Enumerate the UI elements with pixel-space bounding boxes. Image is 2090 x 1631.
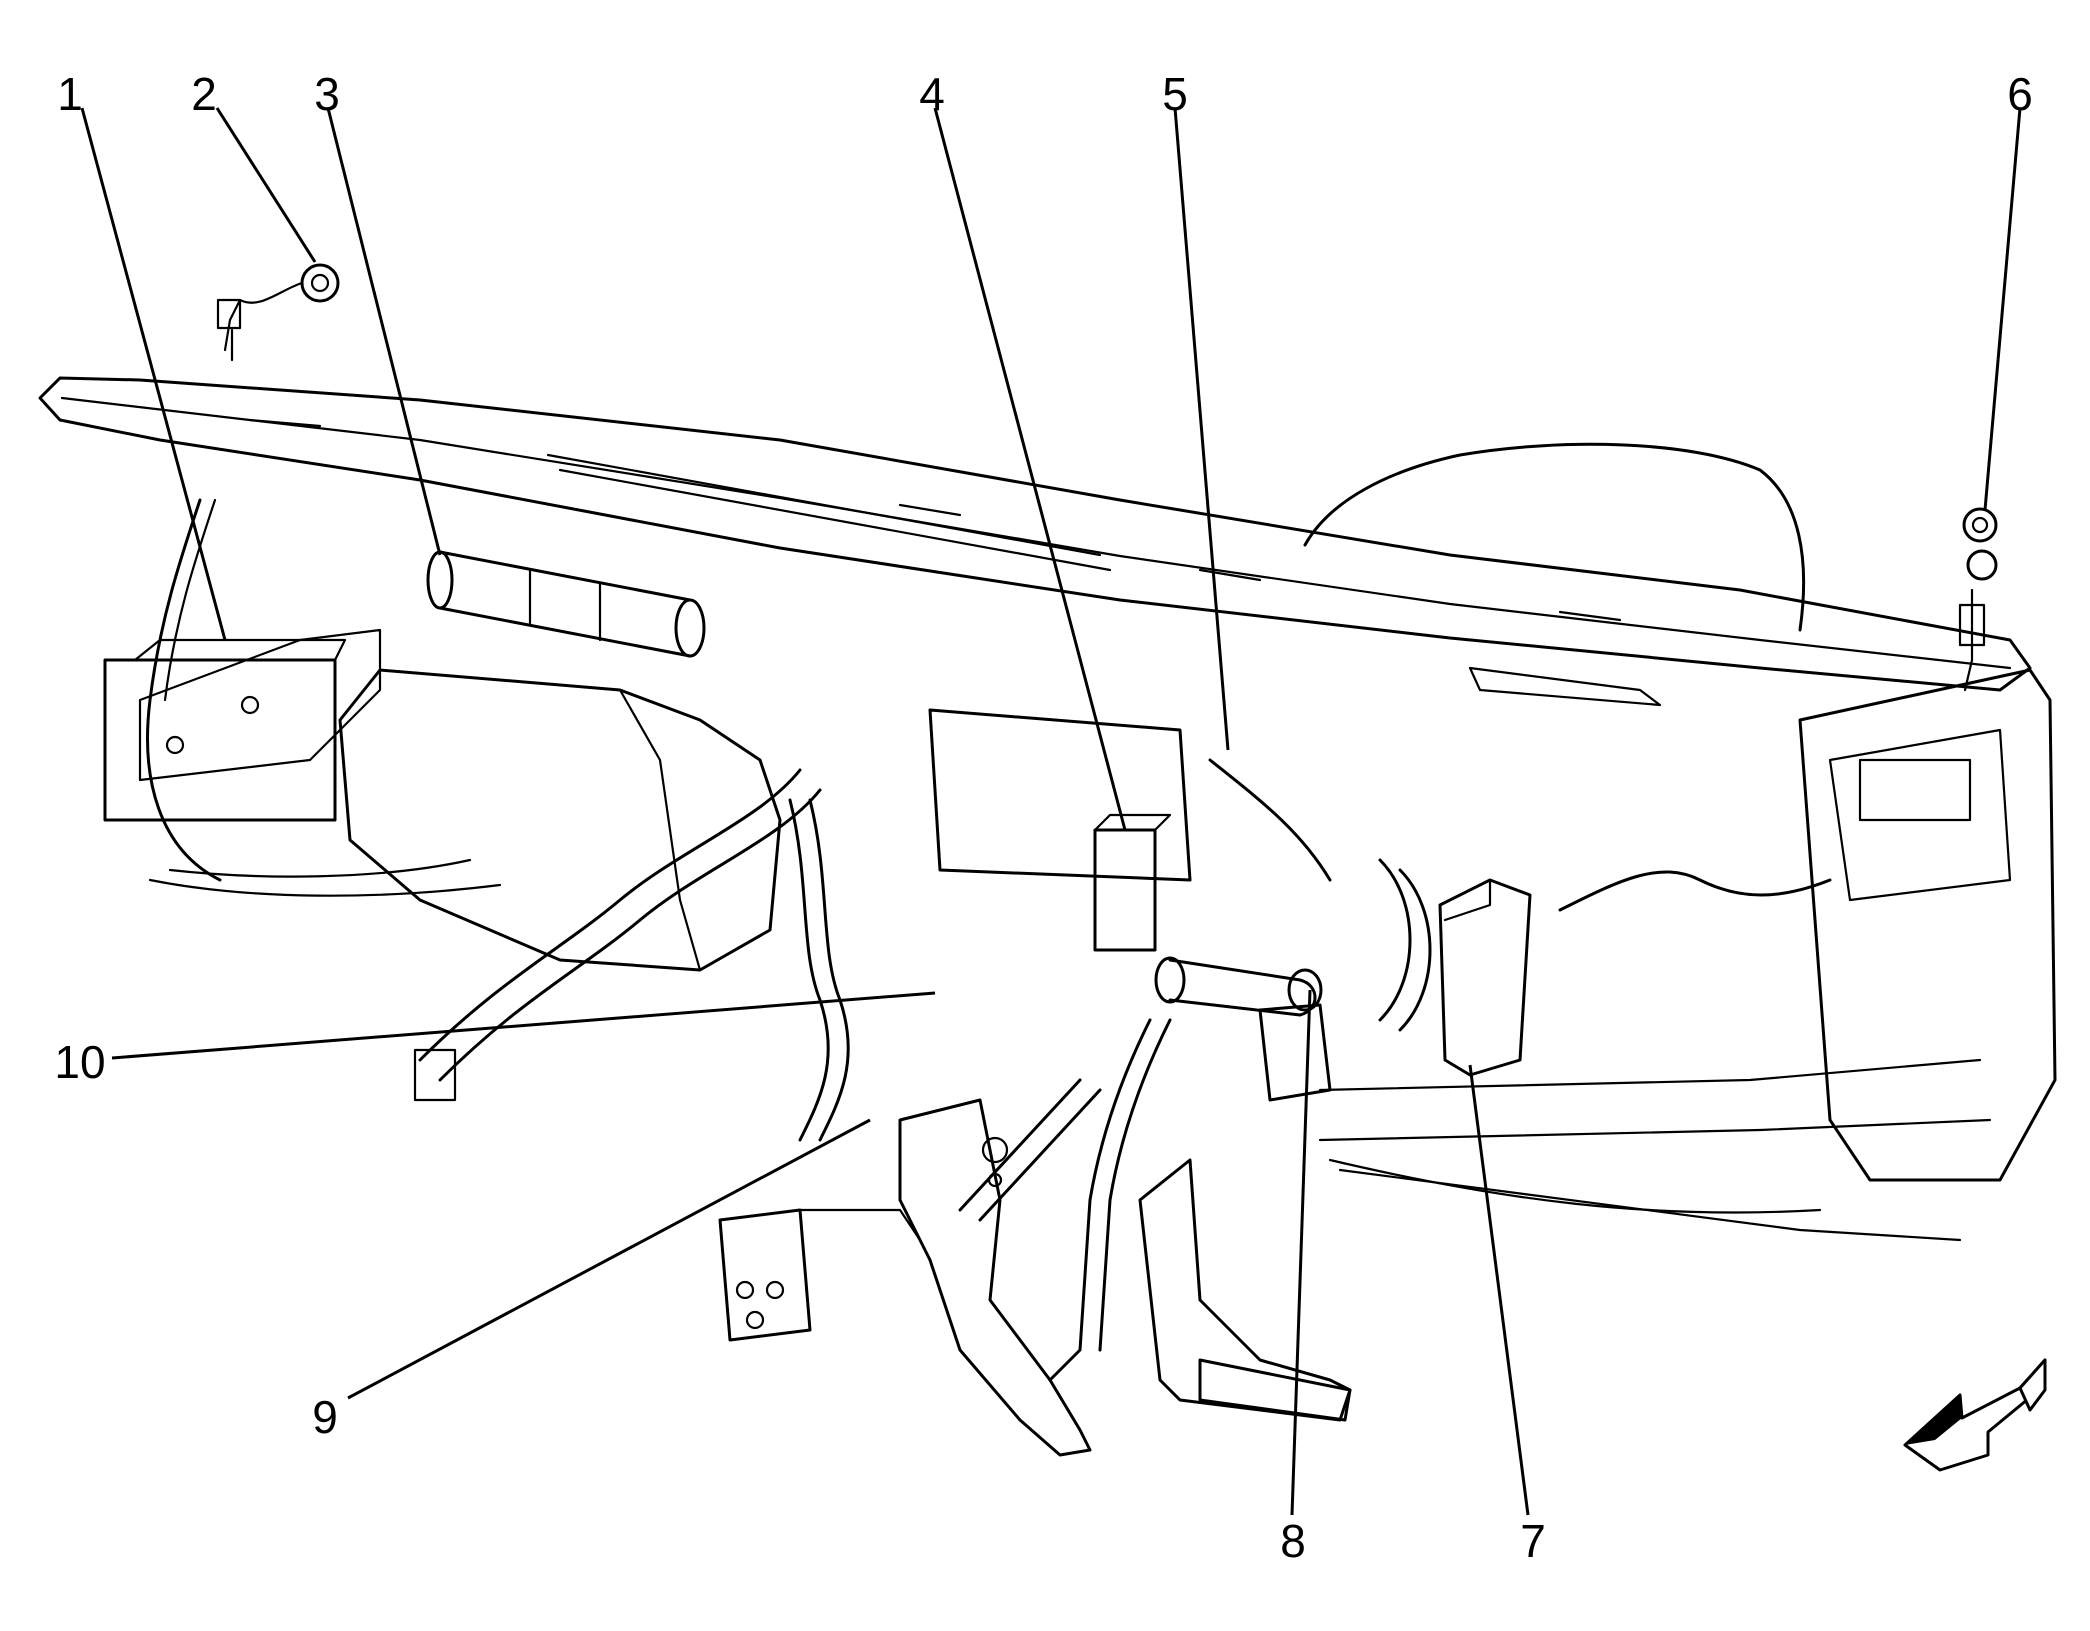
part-2-sensor (216, 263, 340, 362)
leader-10 (111, 991, 936, 1060)
leader-1 (80, 107, 227, 641)
callout-10: 10 (54, 1036, 105, 1088)
callout-6: 6 (2007, 68, 2033, 120)
leader-3 (326, 107, 442, 556)
part-6-sensor (1958, 507, 1998, 692)
callout-5: 5 (1162, 68, 1188, 120)
leader-6 (1983, 107, 2022, 511)
leader-7 (1468, 1064, 1530, 1516)
part-7-module (1438, 878, 1532, 1077)
part-8-component (1258, 968, 1332, 1102)
wiring-harness (413, 758, 1832, 1142)
right-side-assembly (1318, 668, 2057, 1242)
leader-4 (933, 107, 1127, 831)
leader-8 (1290, 989, 1312, 1516)
leader-9 (347, 1118, 871, 1400)
center-structure (718, 708, 1352, 1457)
leader-5 (1173, 107, 1230, 751)
callout-7: 7 (1520, 1515, 1546, 1567)
callout-labels: 1 2 3 4 5 6 7 8 9 10 (54, 68, 2032, 1567)
callout-9: 9 (312, 1391, 338, 1443)
left-side-assembly (103, 498, 502, 897)
callout-4: 4 (919, 68, 945, 120)
instrument-panel-shell (38, 376, 2032, 707)
callout-1: 1 (57, 68, 83, 120)
callout-2: 2 (191, 68, 217, 120)
part-3-passenger-airbag-inflator (426, 550, 706, 658)
callout-3: 3 (314, 68, 340, 120)
leader-2 (215, 107, 317, 263)
leader-lines (80, 107, 2022, 1516)
forward-direction-arrow-icon (1903, 1358, 2047, 1472)
passenger-airbag-module (338, 668, 782, 972)
callout-8: 8 (1280, 1515, 1306, 1567)
